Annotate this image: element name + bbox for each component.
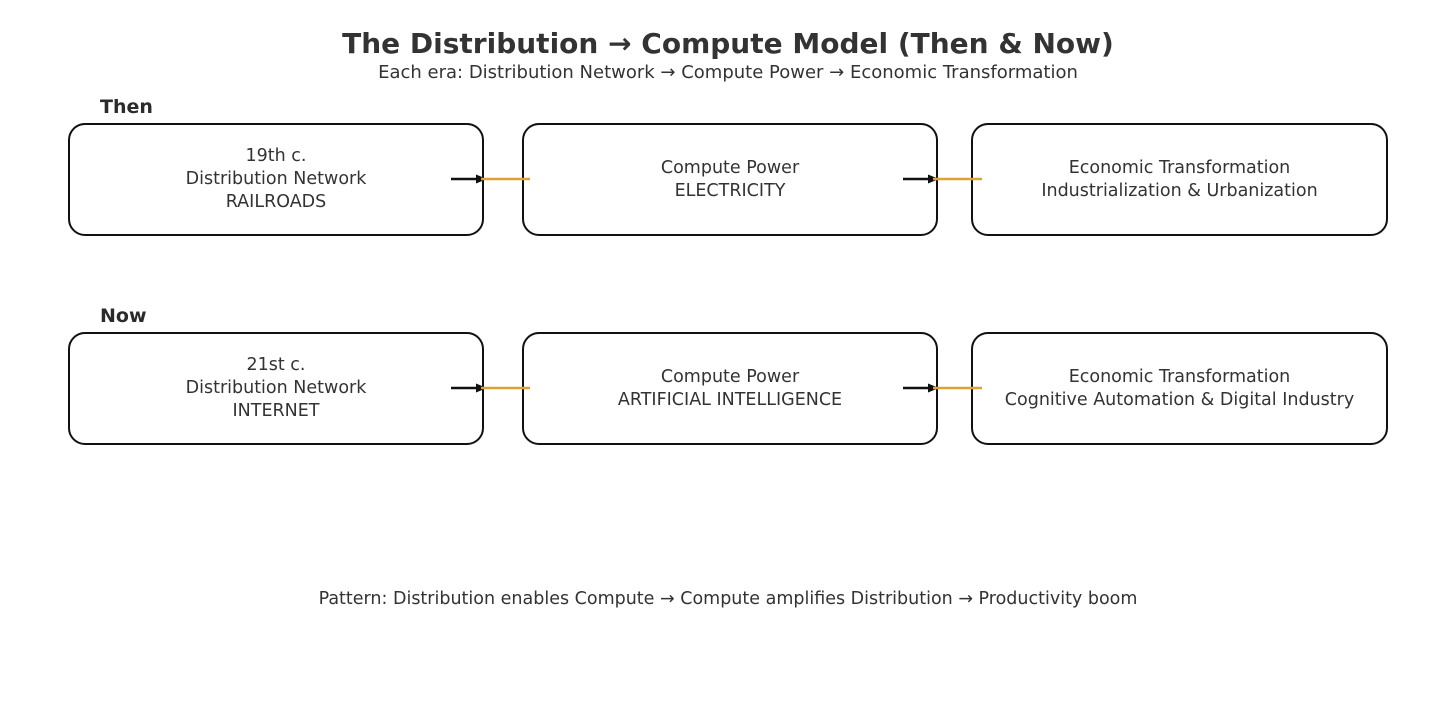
- box-now-distribution-network: 21st c. Distribution Network INTERNET: [68, 332, 484, 445]
- box-text-line: ELECTRICITY: [674, 180, 786, 201]
- box-now-compute-power: Compute Power ARTIFICIAL INTELLIGENCE: [522, 332, 938, 445]
- diagram-title: The Distribution → Compute Model (Then &…: [342, 27, 1114, 60]
- row-label-then: Then: [100, 96, 153, 118]
- box-text-line: Distribution Network: [185, 169, 367, 189]
- connector-now-1: [451, 383, 530, 393]
- box-text-line: Economic Transformation: [1068, 157, 1291, 178]
- box-text-line: Compute Power: [660, 366, 800, 387]
- box-then-distribution-network: 19th c. Distribution Network RAILROADS: [68, 123, 484, 236]
- row-label-now: Now: [100, 305, 147, 327]
- box-text-line: Economic Transformation: [1068, 366, 1291, 387]
- box-text-line: RAILROADS: [225, 192, 327, 212]
- box-text-line: 21st c.: [246, 355, 306, 375]
- box-text-line: Compute Power: [660, 157, 800, 178]
- box-then-compute-power: Compute Power ELECTRICITY: [522, 123, 938, 236]
- diagram-subtitle: Each era: Distribution Network → Compute…: [378, 62, 1078, 83]
- box-text-line: ARTIFICIAL INTELLIGENCE: [617, 389, 843, 410]
- box-then-economic-transformation: Economic Transformation Industrializatio…: [971, 123, 1388, 236]
- connector-now-2: [903, 383, 982, 393]
- box-text-line: Cognitive Automation & Digital Industry: [1004, 389, 1355, 410]
- connector-then-2: [903, 174, 982, 184]
- box-text-line: 19th c.: [245, 146, 307, 166]
- pattern-footer-text: Pattern: Distribution enables Compute → …: [318, 589, 1138, 609]
- box-now-economic-transformation: Economic Transformation Cognitive Automa…: [971, 332, 1388, 445]
- box-text-line: Industrialization & Urbanization: [1041, 180, 1318, 201]
- connector-then-1: [451, 174, 530, 184]
- box-text-line: INTERNET: [232, 401, 320, 421]
- box-text-line: Distribution Network: [185, 378, 367, 398]
